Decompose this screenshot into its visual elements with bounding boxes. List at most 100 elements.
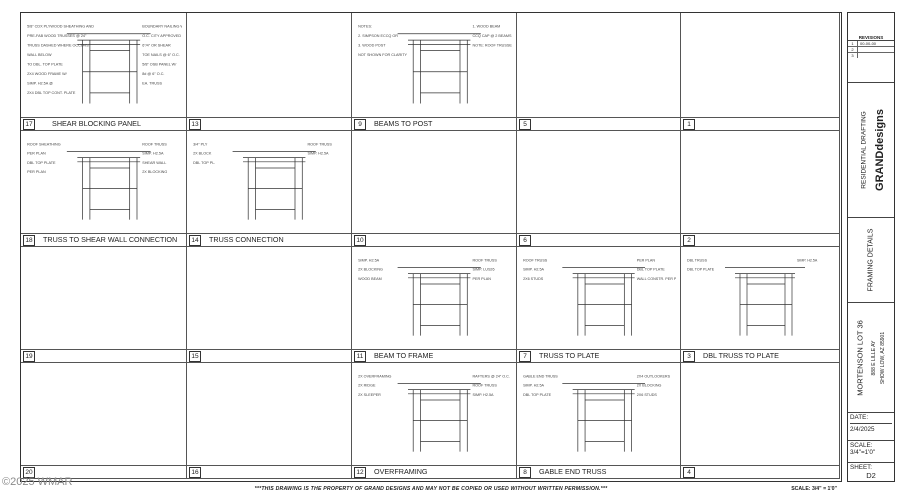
detail-number: 2 [683, 235, 695, 246]
detail-note: 5/8" CDX PLYWOOD SHEATHING AND [27, 24, 94, 28]
drawing-sheet: 5/8" CDX PLYWOOD SHEATHING AND BOUNDARY N… [20, 12, 842, 492]
detail-caption: 2 [681, 233, 839, 246]
detail-note: ROOF TRUSS [472, 384, 497, 388]
detail-note: SIMP. H2.5A [472, 393, 494, 397]
detail-note: BOUNDARY NAILING W/ 8d @ 6" O.C. [142, 24, 182, 28]
detail-title: BEAM TO FRAME [374, 351, 434, 360]
detail-title: BEAMS TO POST [374, 119, 433, 128]
detail-note: ROOF TRUSS [472, 258, 497, 262]
detail-caption: 6 [517, 233, 680, 246]
detail-title: GABLE END TRUSS [539, 467, 607, 476]
scale-label: SCALE: [850, 442, 873, 449]
detail-note: SIMP. H2.5A [523, 268, 544, 272]
sheet-field: SHEET: D2 [848, 463, 894, 481]
detail-note: DBL TOP PLATE [637, 268, 666, 272]
detail-note: WALL BELOW [27, 53, 52, 57]
detail-note: 8d @ 6" O.C. [142, 72, 164, 76]
detail-number: 4 [683, 467, 695, 478]
date-label: DATE: [850, 414, 869, 421]
detail-title: DBL TRUSS TO PLATE [703, 351, 779, 360]
framing-linework [397, 383, 481, 452]
detail-caption: 4 [681, 465, 839, 478]
framing-linework [66, 33, 151, 104]
detail-number: 20 [23, 467, 35, 478]
detail-grid: 5/8" CDX PLYWOOD SHEATHING AND BOUNDARY N… [21, 13, 840, 479]
detail-note: TOE NAILS @ 6" O.C. [142, 53, 180, 57]
detail-cell-1: 1 [681, 13, 840, 131]
detail-note: SIMP. H2.5A @ [27, 81, 53, 85]
detail-note: GABLE END TRUSS [523, 374, 558, 378]
detail-note: 2X4 WOOD FRAME W/ [27, 72, 68, 76]
detail-title: SHEAR BLOCKING PANEL [52, 119, 141, 128]
detail-caption: 19 [21, 349, 186, 362]
detail-note: ROOF TRUSS [523, 258, 548, 262]
detail-title: TRUSS CONNECTION [209, 235, 284, 244]
detail-note: DBL TOP PL. [193, 161, 215, 165]
detail-note: 2. SIMPSON ECCQ OR [358, 34, 398, 38]
detail-note: SIMP. H2.5A [142, 152, 164, 156]
detail-note: DBL TRUSS [687, 258, 708, 262]
detail-note: NOTE: ROOF TRUSSES [472, 43, 512, 47]
detail-number: 13 [189, 119, 201, 130]
detail-number: 6 [519, 235, 531, 246]
detail-drawing: 5/8" CDX PLYWOOD SHEATHING AND BOUNDARY N… [25, 19, 186, 114]
scale-value: 3/4"=1'0" [850, 449, 876, 456]
detail-caption: 10 [352, 233, 516, 246]
detail-cell-19: 19 [21, 247, 187, 363]
detail-note: PER PLAN [27, 170, 46, 174]
framing-linework [397, 267, 481, 336]
framing-linework [232, 151, 316, 220]
footer-scale: SCALE: 3/4" = 1'0" [791, 486, 837, 492]
detail-caption: 17 SHEAR BLOCKING PANEL [21, 117, 186, 130]
detail-note: 2X6 STUDS [637, 393, 658, 397]
detail-number: 7 [519, 351, 531, 362]
detail-note: PER PLAN [472, 277, 491, 281]
date-value: 2/4/2025 [850, 423, 892, 433]
project-city: SHOW LOW, AZ 85901 [880, 331, 886, 384]
detail-note: ROOF TRUSS [307, 142, 332, 146]
detail-note: 2X BLOCKING [637, 384, 662, 388]
detail-title: TRUSS TO SHEAR WALL CONNECTION [43, 235, 178, 244]
detail-note: DBL TOP PLATE [27, 161, 56, 165]
detail-number: 15 [189, 351, 201, 362]
detail-note: SIMP. H2.5A [307, 152, 329, 156]
detail-note: 3/4" PLY [193, 142, 208, 146]
project-address: 888 E LILLE AY [871, 340, 877, 375]
footer-disclaimer: ***THIS DRAWING IS THE PROPERTY OF GRAND… [254, 486, 608, 492]
revision-number: 3 [848, 53, 858, 58]
detail-note: 2X6 STUDS [523, 277, 544, 281]
scale-field: SCALE: 3/4"=1'0" [848, 441, 894, 463]
detail-note: TO DBL. TOP PLATE [27, 62, 63, 66]
company-block: RESIDENTIAL DRAFTING GRANDdesigns [848, 83, 894, 218]
detail-note: 3. WOOD POST [358, 43, 386, 47]
detail-cell-10: 10 [352, 131, 517, 247]
detail-note: O.C. CITY APPROVED SCISSOR [142, 34, 182, 38]
detail-number: 17 [23, 119, 35, 130]
sheet-footer: ***THIS DRAWING IS THE PROPERTY OF GRAND… [21, 483, 841, 495]
company-subtitle: RESIDENTIAL DRAFTING [860, 111, 868, 189]
detail-note: 6"/4" OR SHEAR [142, 43, 171, 47]
detail-note: 2X4 DBL TOP CONT. PLATE [27, 91, 76, 95]
detail-note: NOT SHOWN FOR CLARITY [358, 53, 407, 57]
framing-linework [725, 267, 805, 336]
